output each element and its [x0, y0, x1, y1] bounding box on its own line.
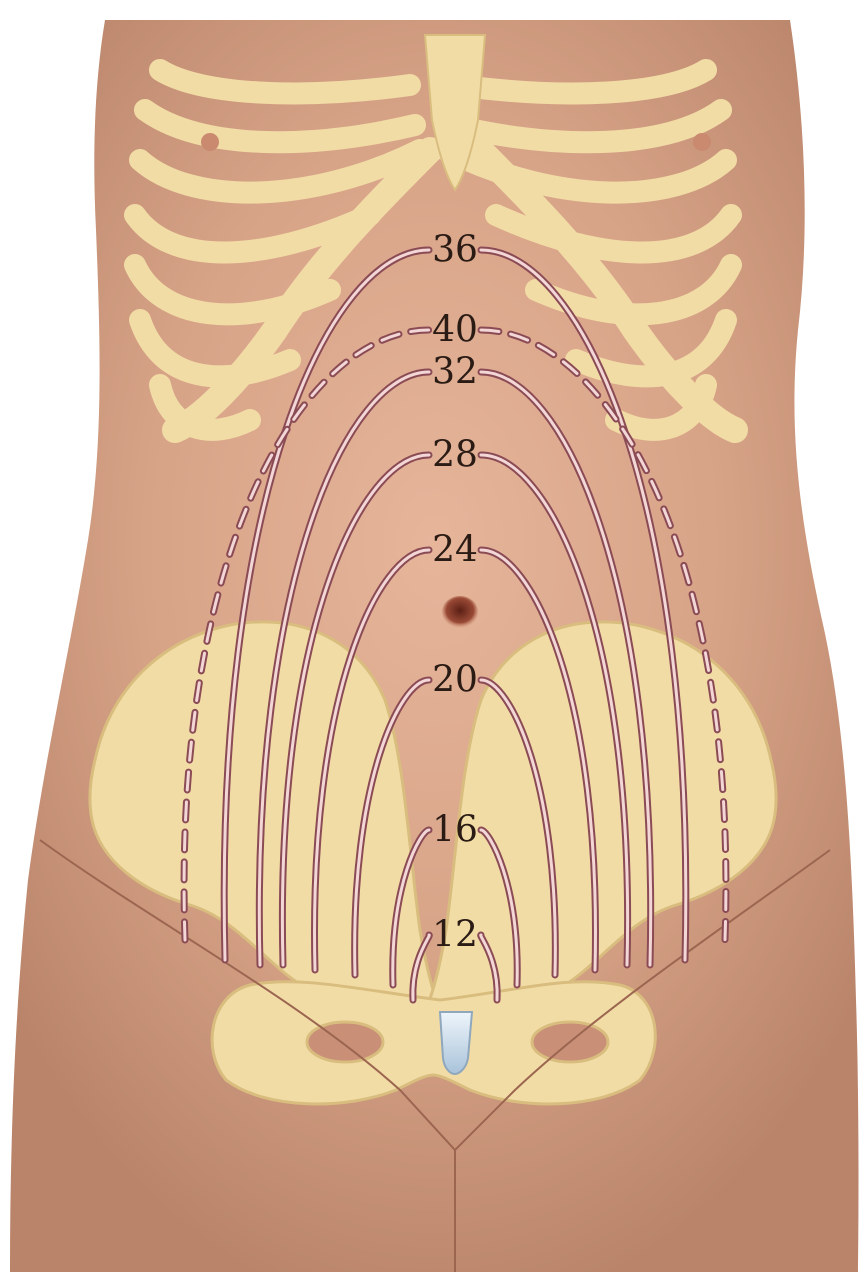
label-week-16: 16	[432, 810, 478, 851]
left-obturator-foramen	[307, 1022, 383, 1062]
right-nipple	[693, 133, 711, 151]
label-week-28: 28	[432, 435, 478, 476]
navel	[442, 596, 478, 628]
left-nipple	[201, 133, 219, 151]
label-week-40: 40	[432, 310, 478, 351]
label-week-24: 24	[432, 530, 478, 571]
label-week-20: 20	[432, 660, 478, 701]
label-week-36: 36	[432, 230, 478, 271]
label-week-32: 32	[432, 352, 478, 393]
label-week-12: 12	[432, 915, 478, 956]
